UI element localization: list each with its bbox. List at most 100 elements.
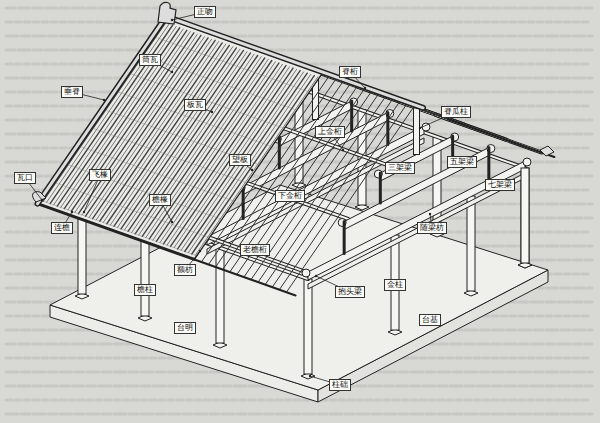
page-texture-stroke: [51, 21, 57, 24]
page-texture-stroke: [24, 231, 30, 234]
page-texture-stroke: [561, 371, 570, 374]
page-texture-stroke: [546, 77, 558, 80]
page-texture-stroke: [114, 385, 123, 388]
page-texture-stroke: [60, 343, 69, 346]
roof-tile-row: [160, 64, 283, 242]
page-texture-stroke: [519, 301, 528, 304]
page-texture-stroke: [6, 315, 12, 318]
page-texture-stroke: [426, 119, 435, 122]
page-texture-stroke: [33, 329, 45, 332]
page-texture-stroke: [87, 259, 96, 262]
page-texture-stroke: [510, 231, 516, 234]
page-texture-stroke: [321, 21, 327, 24]
page-texture-stroke: [315, 7, 327, 10]
page-texture-stroke: [21, 119, 30, 122]
page-texture-stroke: [474, 105, 480, 108]
page-texture-stroke: [423, 49, 435, 52]
page-texture-stroke: [411, 357, 417, 360]
page-texture-stroke: [456, 399, 462, 402]
page-texture-stroke: [483, 357, 489, 360]
page-texture-stroke: [69, 21, 75, 24]
page-texture-stroke: [477, 7, 489, 10]
page-texture-stroke: [588, 371, 592, 374]
page-texture-stroke: [75, 35, 84, 38]
page-texture-stroke: [402, 63, 408, 66]
page-texture-stroke: [372, 35, 381, 38]
page-texture-stroke: [6, 385, 15, 388]
page-texture-stroke: [75, 77, 84, 80]
page-texture-stroke: [531, 259, 543, 262]
page-texture-stroke: [573, 77, 585, 80]
leader-dot: [103, 99, 105, 101]
page-texture-stroke: [342, 7, 354, 10]
roof-tile-row: [82, 37, 205, 215]
page-texture-stroke: [48, 287, 57, 290]
leader-dot: [342, 149, 344, 151]
page-texture-stroke: [156, 413, 165, 416]
page-texture-stroke: [6, 259, 15, 262]
page-texture-stroke: [573, 231, 579, 234]
page-texture-stroke: [75, 119, 84, 122]
page-texture-stroke: [204, 21, 210, 24]
page-texture-stroke: [426, 35, 435, 38]
page-texture-stroke: [504, 385, 516, 388]
page-texture-stroke: [33, 63, 39, 66]
page-texture-stroke: [504, 49, 516, 52]
page-texture-stroke: [438, 63, 444, 66]
page-texture-stroke: [33, 301, 42, 304]
page-texture-stroke: [114, 63, 120, 66]
page-texture-stroke: [159, 357, 165, 360]
page-texture-stroke: [33, 105, 39, 108]
part-label: 柱础: [329, 379, 351, 391]
roof-tile-row: [181, 72, 304, 250]
tile-course: [65, 164, 222, 220]
page-texture-stroke: [573, 175, 582, 178]
page-texture-stroke: [420, 21, 426, 24]
page-texture-stroke: [399, 203, 408, 206]
page-texture-stroke: [411, 413, 423, 416]
page-texture-stroke: [384, 49, 393, 52]
roof-tile-row: [68, 32, 191, 210]
page-texture-stroke: [132, 399, 138, 402]
tile-course: [78, 145, 235, 201]
page-texture-stroke: [573, 371, 585, 374]
page-texture-stroke: [483, 399, 489, 402]
page-texture-stroke: [42, 21, 48, 24]
page-texture-stroke: [528, 315, 534, 318]
page-texture-stroke: [399, 371, 408, 374]
page-texture-stroke: [507, 371, 516, 374]
page-texture-stroke: [87, 231, 93, 234]
part-label: 连檐: [51, 222, 73, 234]
page-texture-stroke: [453, 413, 462, 416]
page-texture-stroke: [21, 245, 30, 248]
page-texture-stroke: [555, 189, 561, 192]
page-texture-stroke: [45, 91, 57, 94]
short-post: [487, 148, 490, 180]
page-texture-stroke: [429, 105, 435, 108]
page-texture-stroke: [276, 35, 288, 38]
page-texture-stroke: [534, 35, 543, 38]
page-texture-stroke: [339, 21, 345, 24]
page-texture-stroke: [48, 161, 57, 164]
page-texture-stroke: [51, 357, 57, 360]
page-texture-stroke: [510, 315, 516, 318]
page-texture-stroke: [78, 21, 84, 24]
page-texture-stroke: [60, 77, 72, 80]
page-texture-stroke: [492, 413, 504, 416]
page-texture-stroke: [15, 105, 21, 108]
page-texture-stroke: [195, 371, 207, 374]
page-texture-stroke: [537, 21, 543, 24]
page-texture-stroke: [33, 147, 39, 150]
page-texture-stroke: [33, 343, 42, 346]
page-texture-stroke: [480, 371, 489, 374]
part-label: 板瓦: [184, 99, 206, 111]
page-texture-stroke: [465, 329, 477, 332]
page-texture-stroke: [546, 301, 555, 304]
page-texture-stroke: [18, 217, 30, 220]
page-texture-stroke: [519, 399, 525, 402]
page-texture-stroke: [546, 399, 552, 402]
page-texture-stroke: [477, 343, 489, 346]
page-texture-stroke: [510, 357, 516, 360]
page-texture-stroke: [507, 413, 516, 416]
page-texture-stroke: [60, 133, 69, 136]
